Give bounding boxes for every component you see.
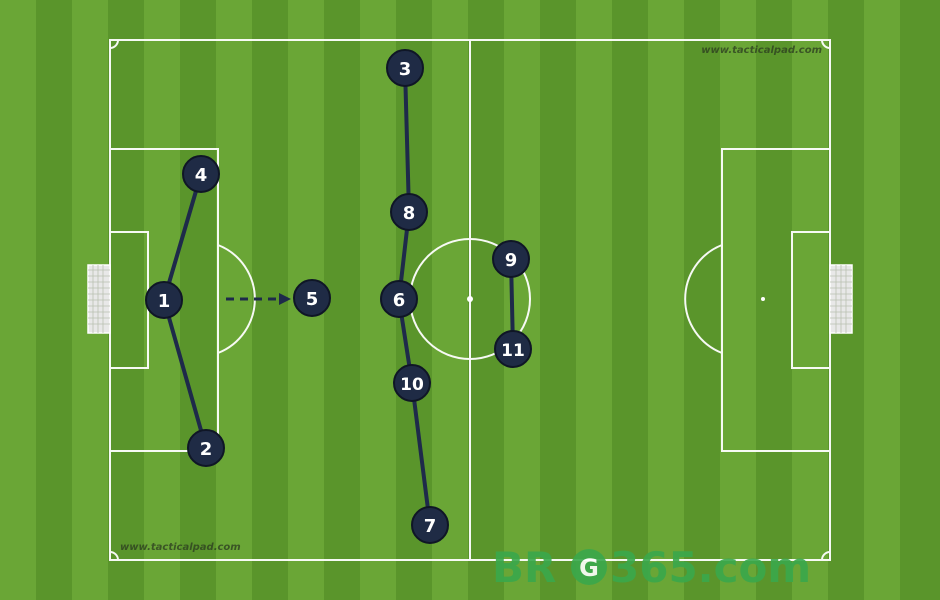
player-10[interactable]: 10 bbox=[393, 364, 431, 402]
right-goal bbox=[829, 264, 853, 334]
link-10-7 bbox=[410, 381, 432, 527]
watermark-top: www.tacticalpad.com bbox=[701, 45, 822, 56]
brand-logo-icon bbox=[571, 549, 607, 585]
player-number: 6 bbox=[393, 290, 406, 311]
player-11[interactable]: 11 bbox=[494, 330, 532, 368]
brand-watermark: BR G 365.com bbox=[492, 543, 811, 592]
player-7[interactable]: 7 bbox=[411, 506, 449, 544]
brand-text-right: 365.com bbox=[610, 543, 811, 592]
player-5[interactable]: 5 bbox=[293, 279, 331, 317]
player-number: 9 bbox=[505, 250, 518, 271]
link-4-1 bbox=[162, 172, 203, 302]
player-number: 4 bbox=[195, 165, 208, 186]
player-number: 7 bbox=[424, 516, 437, 537]
player-2[interactable]: 2 bbox=[187, 429, 225, 467]
player-number: 11 bbox=[501, 341, 525, 361]
player-number: 1 bbox=[158, 291, 171, 312]
player-8[interactable]: 8 bbox=[390, 193, 428, 231]
player-number: 8 bbox=[403, 203, 416, 224]
player-number: 10 bbox=[400, 375, 424, 395]
player-9[interactable]: 9 bbox=[492, 240, 530, 278]
center-spot bbox=[467, 296, 473, 302]
brand-text-left: BR bbox=[492, 543, 556, 592]
movement-arrow bbox=[226, 293, 291, 305]
left-goal bbox=[87, 264, 111, 334]
link-3-8 bbox=[403, 66, 411, 214]
player-3[interactable]: 3 bbox=[386, 49, 424, 87]
watermark-bottom: www.tacticalpad.com bbox=[120, 542, 241, 553]
player-number: 5 bbox=[306, 289, 319, 310]
player-number: 2 bbox=[200, 439, 213, 460]
brand-logo-letter: G bbox=[579, 554, 599, 582]
player-4[interactable]: 4 bbox=[182, 155, 220, 193]
player-number: 3 bbox=[399, 59, 412, 80]
link-1-2 bbox=[162, 298, 208, 450]
player-6[interactable]: 6 bbox=[380, 280, 418, 318]
right-penalty-spot bbox=[761, 297, 765, 301]
right-penalty-arc bbox=[684, 244, 723, 354]
players: 1 2 3 4 5 6 7 8 bbox=[145, 49, 532, 544]
player-1[interactable]: 1 bbox=[145, 281, 183, 319]
